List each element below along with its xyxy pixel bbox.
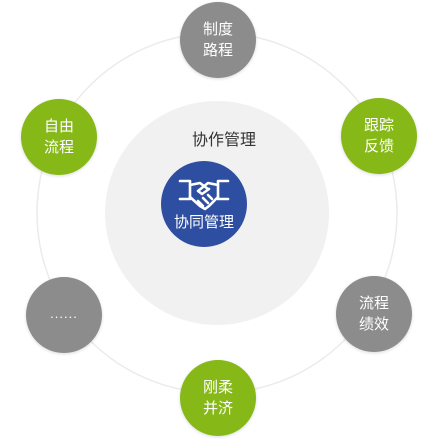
node-upper-right-line1: 跟踪 — [363, 117, 394, 134]
node-top-line1: 制度 — [202, 21, 233, 38]
node-bottom-line2: 并济 — [202, 400, 233, 417]
node-lower-left-ellipsis: ...... — [50, 305, 78, 321]
node-top-line2: 路程 — [202, 42, 233, 59]
center-node: 协同管理 — [161, 161, 247, 247]
node-lower-right-line2: 绩效 — [358, 316, 389, 333]
node-upper-left: 自由 流程 — [21, 99, 97, 175]
handshake-icon — [178, 179, 230, 211]
core-label: 协作管理 — [191, 132, 256, 149]
node-upper-right-line2: 反馈 — [363, 138, 394, 155]
node-lower-right: 流程 绩效 — [336, 276, 412, 352]
node-top: 制度 路程 — [180, 2, 256, 78]
center-label: 协同管理 — [173, 214, 234, 231]
node-lower-left: ...... — [26, 277, 102, 353]
node-bottom-line1: 刚柔 — [202, 379, 233, 396]
node-lower-right-line1: 流程 — [358, 295, 389, 312]
node-upper-left-line2: 流程 — [43, 139, 74, 156]
node-bottom: 刚柔 并济 — [180, 360, 256, 436]
node-upper-left-line1: 自由 — [43, 118, 74, 135]
node-upper-right: 跟踪 反馈 — [341, 98, 417, 174]
